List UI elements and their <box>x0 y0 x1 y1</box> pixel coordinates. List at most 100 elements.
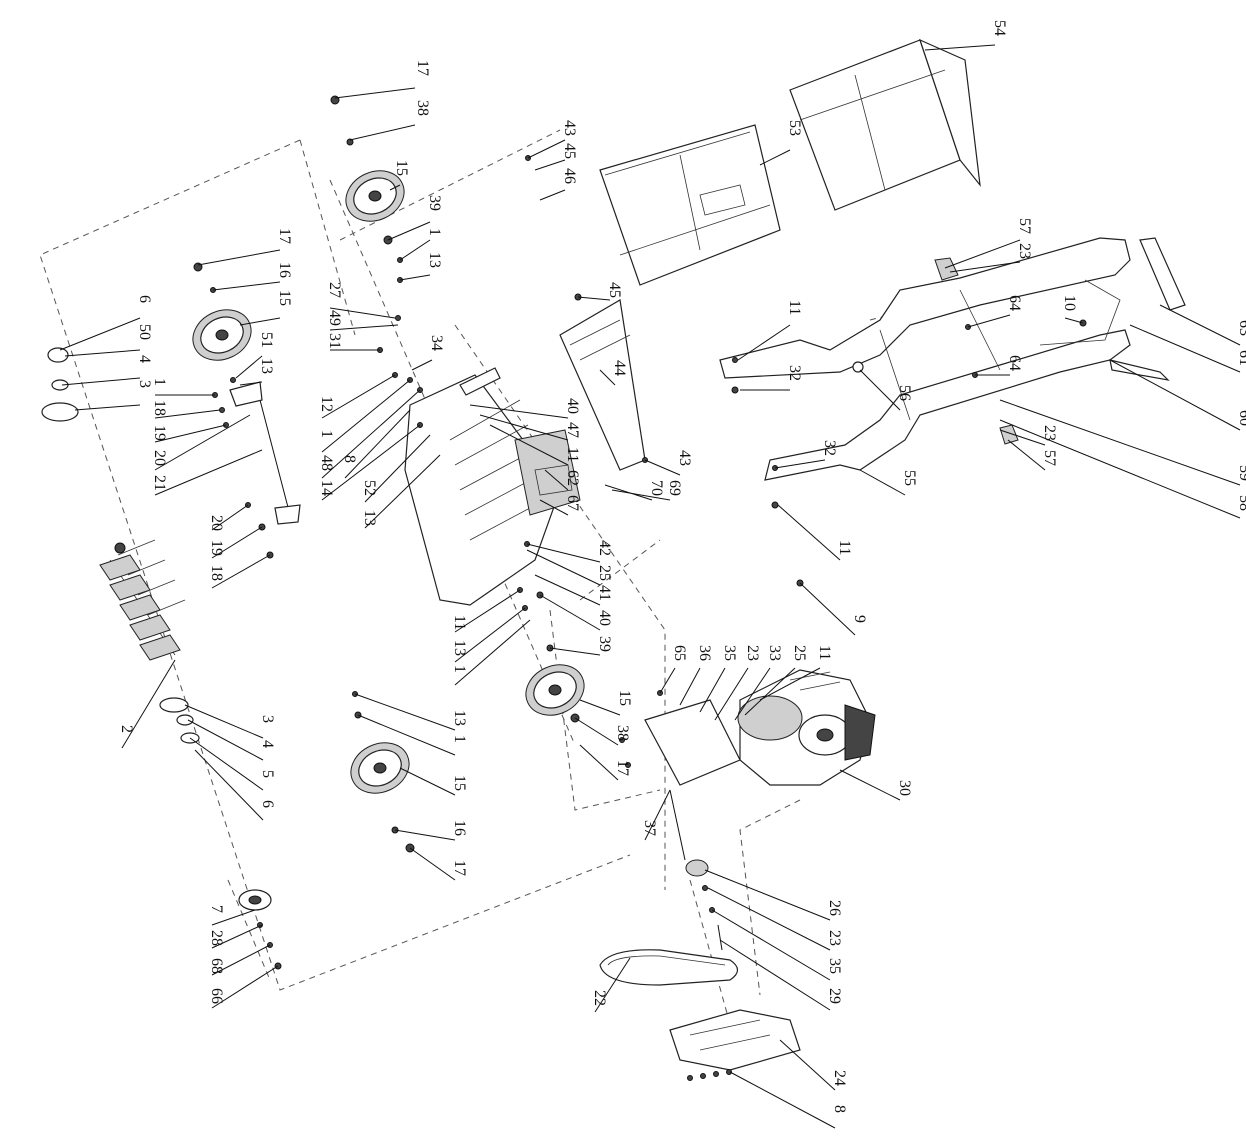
part-label-l9: 15 <box>276 290 293 306</box>
part-label-l40: 43 <box>676 450 693 466</box>
leader-line-l20 <box>154 409 221 419</box>
leader-line-l101 <box>211 944 271 976</box>
part-label-l65: 63 <box>1236 320 1246 336</box>
leader-line-l7 <box>197 249 281 266</box>
leader-line-l3 <box>389 184 401 191</box>
part-label-l42: 47 <box>564 422 581 438</box>
part-label-l53: 11 <box>451 615 468 630</box>
leader-line-l105 <box>711 909 831 981</box>
leader-line-l75 <box>777 504 841 561</box>
leader-line-l33 <box>211 526 263 559</box>
wheel-left <box>192 309 252 361</box>
part-label-l15: 49 <box>326 310 343 326</box>
part-label-l32: 20 <box>208 515 225 531</box>
part-label-l48: 42 <box>596 540 613 556</box>
wheel-top <box>345 170 405 222</box>
part-label-l31: 13 <box>361 510 378 526</box>
leader-line-l71 <box>999 399 1241 486</box>
part-label-l93: 17 <box>451 860 468 876</box>
leader-line-l66 <box>1129 324 1241 373</box>
part-label-l43: 11 <box>564 447 581 462</box>
part-label-l26: 48 <box>318 455 335 471</box>
wheels <box>192 170 585 794</box>
leader-line-l41 <box>469 404 569 419</box>
leader-lines <box>59 44 1241 1129</box>
leader-line-l26 <box>321 389 421 479</box>
leader-line-l104 <box>707 887 831 951</box>
leader-line-l81 <box>734 667 771 721</box>
part-label-l96: 4 <box>259 740 276 748</box>
part-label-l70: 57 <box>1041 450 1058 466</box>
leader-line-l99 <box>211 909 256 926</box>
leader-line-l79 <box>699 667 726 713</box>
leader-line-l65 <box>1159 304 1241 346</box>
part-label-l91: 15 <box>451 775 468 791</box>
part-label-l60: 56 <box>896 385 913 401</box>
leader-line-l24 <box>321 374 396 419</box>
leader-line-l10 <box>59 317 141 351</box>
leader-line-l12 <box>61 377 141 386</box>
part-label-l75: 11 <box>836 540 853 555</box>
leader-line-l108 <box>779 1039 836 1091</box>
part-label-l61: 64 <box>1006 295 1023 311</box>
leader-line-l98 <box>194 749 264 821</box>
leader-line-l13 <box>74 404 141 411</box>
leader-line-l74 <box>859 469 906 496</box>
part-label-l10: 6 <box>136 295 153 303</box>
part-label-l102: 66 <box>208 988 225 1004</box>
leader-line-l64 <box>1064 317 1084 324</box>
leader-line-l82 <box>744 667 796 716</box>
part-label-l33: 19 <box>208 540 225 556</box>
leader-line-l76 <box>799 582 856 636</box>
part-label-l100: 28 <box>208 930 225 946</box>
leader-line-l54 <box>454 607 526 663</box>
leader-line-l35 <box>527 139 566 159</box>
part-label-l73: 32 <box>821 440 838 456</box>
part-label-l11: 50 <box>136 324 153 340</box>
part-number-labels: 1738153911317161565043274931511311819202… <box>118 20 1246 1113</box>
part-label-l51: 40 <box>596 610 613 626</box>
part-label-l55: 1 <box>451 665 468 673</box>
part-label-l69: 23 <box>1041 425 1058 441</box>
leader-line-l17 <box>235 355 263 379</box>
part-label-l21: 19 <box>151 425 168 441</box>
leader-line-l43 <box>489 424 569 466</box>
leader-line-l44 <box>544 469 569 491</box>
leader-line-l38 <box>577 296 611 301</box>
part-label-l27: 14 <box>318 480 335 496</box>
leader-line-l94 <box>121 659 176 749</box>
part-label-l66: 61 <box>1236 350 1246 366</box>
leader-line-l5 <box>399 239 431 261</box>
part-label-l37: 46 <box>561 168 578 184</box>
part-label-l62: 57 <box>1016 218 1033 234</box>
leader-line-l18 <box>239 381 263 386</box>
part-label-l50: 41 <box>596 585 613 601</box>
part-label-l5: 1 <box>426 228 443 236</box>
leader-line-l97 <box>189 737 264 791</box>
leader-line-l11 <box>64 349 141 357</box>
shaft-and-bearings <box>41 347 301 970</box>
part-label-l78: 36 <box>696 645 713 661</box>
part-label-l74: 55 <box>901 470 918 486</box>
leader-line-l100 <box>211 924 263 949</box>
leader-line-l50 <box>534 574 601 606</box>
part-label-l6: 13 <box>426 252 443 268</box>
leader-line-l109 <box>729 1071 836 1129</box>
leader-line-l9 <box>239 317 281 326</box>
leader-line-l40 <box>644 459 681 476</box>
leader-line-l29 <box>344 409 411 479</box>
leader-line-l93 <box>409 847 456 881</box>
handle-assembly <box>719 237 1186 481</box>
part-label-l84: 15 <box>616 690 633 706</box>
part-label-l30: 52 <box>361 480 378 496</box>
leader-line-l6 <box>399 274 431 281</box>
leader-line-l68 <box>1109 359 1241 431</box>
leader-line-l73 <box>774 459 826 469</box>
part-label-l87: 30 <box>896 780 913 796</box>
part-label-l16: 31 <box>326 333 343 349</box>
leader-line-l31 <box>364 454 441 529</box>
part-label-l88: 37 <box>641 820 658 836</box>
part-label-l67: 64 <box>1006 355 1023 371</box>
leader-line-l4 <box>387 221 431 241</box>
